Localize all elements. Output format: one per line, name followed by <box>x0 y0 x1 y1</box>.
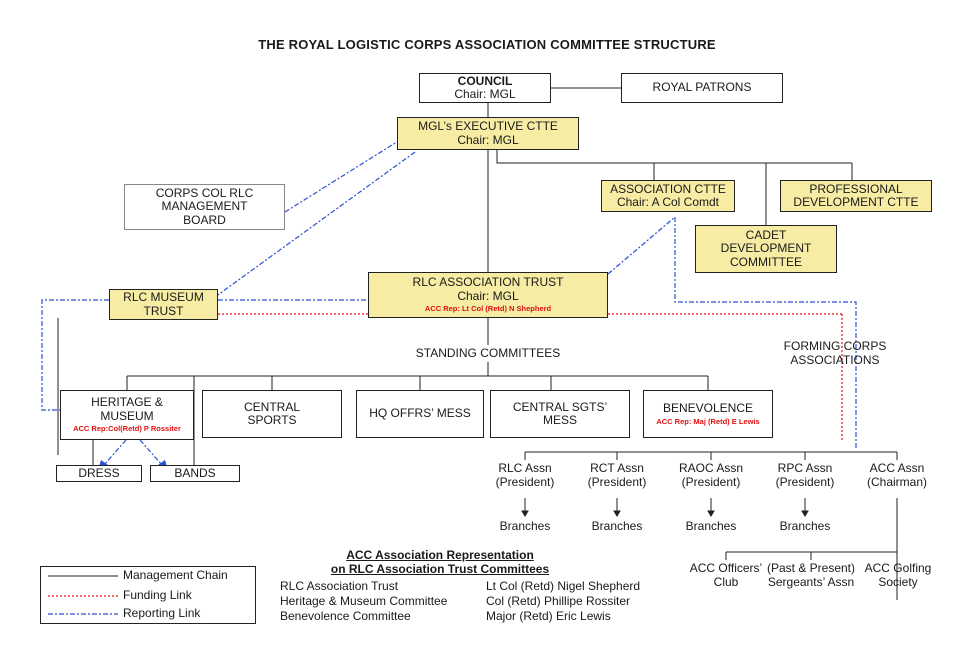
association-name: RCT Assn <box>590 461 644 475</box>
museum-trust-line1: RLC MUSEUM <box>123 290 204 305</box>
association-role: (President) <box>681 474 741 489</box>
legend-funding: Funding Link <box>123 588 192 602</box>
association-ctte-title: ASSOCIATION CTTE <box>610 181 726 196</box>
museum-trust-box: RLC MUSEUM TRUST <box>109 289 218 320</box>
association-name: RLC Assn <box>498 461 552 475</box>
management-chain-lines <box>57 87 898 600</box>
museum-trust-line2: TRUST <box>143 303 184 318</box>
branches-rct: Branches <box>591 519 643 533</box>
acc-officers-club: ACC Officers’ Club <box>676 561 776 590</box>
association-trust-title: RLC ASSOCIATION TRUST <box>412 275 564 290</box>
professional-development-box: PROFESSIONAL DEVELOPMENT CTTE <box>780 180 932 212</box>
branches-rpc: Branches <box>779 519 831 533</box>
sports-line2: SPORTS <box>247 413 297 427</box>
representation-heading-1: ACC Association Representation <box>346 548 534 562</box>
corps-col-board-box: CORPS COL RLC MANAGEMENT BOARD <box>124 184 285 230</box>
cadet-line2: DEVELOPMENT <box>720 241 812 256</box>
legend-box <box>40 566 256 624</box>
association-role: (President) <box>587 474 647 489</box>
bands-label: BANDS <box>174 465 216 480</box>
legend-lines <box>48 575 118 615</box>
acc-child-line1: ACC Golfing <box>864 561 932 575</box>
heritage-rep: ACC Rep:Col(Retd) P Rossiter <box>73 424 181 434</box>
representation-committee: Heritage & Museum Committee <box>280 594 448 608</box>
hq-offrs-mess-box: HQ OFFRS’ MESS <box>356 390 484 438</box>
bands-box: BANDS <box>150 465 240 482</box>
association-ctte-box: ASSOCIATION CTTE Chair: A Col Comdt <box>601 180 735 212</box>
corps-col-line2: MANAGEMENT <box>161 199 248 214</box>
association-name: RPC Assn <box>777 461 833 475</box>
legend-management: Management Chain <box>123 568 228 582</box>
executive-ctte-title: MGL’s EXECUTIVE CTTE <box>418 119 558 134</box>
association-name: ACC Assn <box>869 461 925 475</box>
council-chair: Chair: MGL <box>454 87 516 101</box>
cadet-development-box: CADET DEVELOPMENT COMMITTEE <box>695 225 837 273</box>
association-trust-rep: ACC Rep: Lt Col (Retd) N Shepherd <box>424 304 552 314</box>
dress-box: DRESS <box>56 465 142 482</box>
benevolence-title: BENEVOLENCE <box>662 401 754 416</box>
acc-child-line1: ACC Officers’ <box>689 561 763 575</box>
central-sports-box: CENTRAL SPORTS <box>202 390 342 438</box>
acc-child-line1: (Past & Present) <box>766 561 856 575</box>
hq-mess-label: HQ OFFRS’ MESS <box>369 406 471 421</box>
council-box: COUNCIL Chair: MGL <box>419 73 551 103</box>
association-role: (President) <box>495 474 555 489</box>
branches-rlc: Branches <box>499 519 551 533</box>
benevolence-rep: ACC Rep: Maj (Retd) E Lewis <box>656 416 760 426</box>
central-sgts-mess-box: CENTRAL SGTS’ MESS <box>490 390 630 438</box>
page-title: THE ROYAL LOGISTIC CORPS ASSOCIATION COM… <box>258 37 716 52</box>
cadet-line1: CADET <box>745 227 787 242</box>
acc-sergeants-assn: (Past & Present) Sergeants’ Assn <box>756 561 866 590</box>
association-name: RAOC Assn <box>678 461 744 475</box>
acc-child-line2: Club <box>713 574 739 589</box>
cadet-line3: COMMITTEE <box>730 254 802 269</box>
sports-line1: CENTRAL <box>243 399 300 414</box>
reporting-links <box>41 139 857 466</box>
branch-arrows <box>521 498 809 517</box>
acc-child-line2: Sergeants’ Assn <box>767 574 855 589</box>
association-trust-chair: Chair: MGL <box>457 288 519 303</box>
branches-raoc: Branches <box>685 519 737 533</box>
association-role: (Chairman) <box>866 474 927 489</box>
acc-child-line2: Society <box>878 574 918 589</box>
royal-patrons-label: ROYAL PATRONS <box>652 80 752 95</box>
executive-ctte-box: MGL’s EXECUTIVE CTTE Chair: MGL <box>397 117 579 150</box>
executive-ctte-chair: Chair: MGL <box>457 132 519 147</box>
corps-col-line3: BOARD <box>183 212 226 227</box>
sgts-line1: CENTRAL SGTS’ <box>512 399 608 414</box>
forming-line2: ASSOCIATIONS <box>790 352 880 367</box>
benevolence-box: BENEVOLENCE ACC Rep: Maj (Retd) E Lewis <box>643 390 773 438</box>
association-ctte-chair: Chair: A Col Comdt <box>616 195 720 209</box>
dress-label: DRESS <box>78 465 120 480</box>
legend-reporting: Reporting Link <box>123 606 201 620</box>
representation-heading-2: on RLC Association Trust Committees <box>330 562 550 576</box>
association-acc: ACC Assn (Chairman) <box>857 461 937 490</box>
standing-committees-label: STANDING COMMITTEES <box>415 346 561 360</box>
representation-committee: RLC Association Trust <box>280 579 399 593</box>
forming-line1: FORMING CORPS <box>783 339 887 353</box>
corps-col-line1: CORPS COL RLC <box>155 185 254 200</box>
forming-corps-label: FORMING CORPS ASSOCIATIONS <box>770 339 900 368</box>
representation-person: Major (Retd) Eric Lewis <box>486 609 611 623</box>
funding-links <box>218 313 843 440</box>
sgts-line2: MESS <box>542 413 577 427</box>
professional-line2: DEVELOPMENT CTTE <box>793 195 919 209</box>
association-rct: RCT Assn (President) <box>577 461 657 490</box>
association-raoc: RAOC Assn (President) <box>671 461 751 490</box>
representation-person: Col (Retd) Phillipe Rossiter <box>486 594 631 608</box>
representation-person: Lt Col (Retd) Nigel Shepherd <box>486 579 641 593</box>
professional-line1: PROFESSIONAL <box>809 181 903 196</box>
royal-patrons-box: ROYAL PATRONS <box>621 73 783 103</box>
representation-committee: Benevolence Committee <box>280 609 411 623</box>
association-rlc: RLC Assn (President) <box>485 461 565 490</box>
heritage-museum-box: HERITAGE & MUSEUM ACC Rep:Col(Retd) P Ro… <box>60 390 194 440</box>
heritage-title: HERITAGE & MUSEUM <box>91 395 163 423</box>
acc-golfing-society: ACC Golfing Society <box>852 561 944 590</box>
association-role: (President) <box>775 474 835 489</box>
council-title: COUNCIL <box>457 73 513 88</box>
association-rpc: RPC Assn (President) <box>765 461 845 490</box>
association-trust-box: RLC ASSOCIATION TRUST Chair: MGL ACC Rep… <box>368 272 608 318</box>
